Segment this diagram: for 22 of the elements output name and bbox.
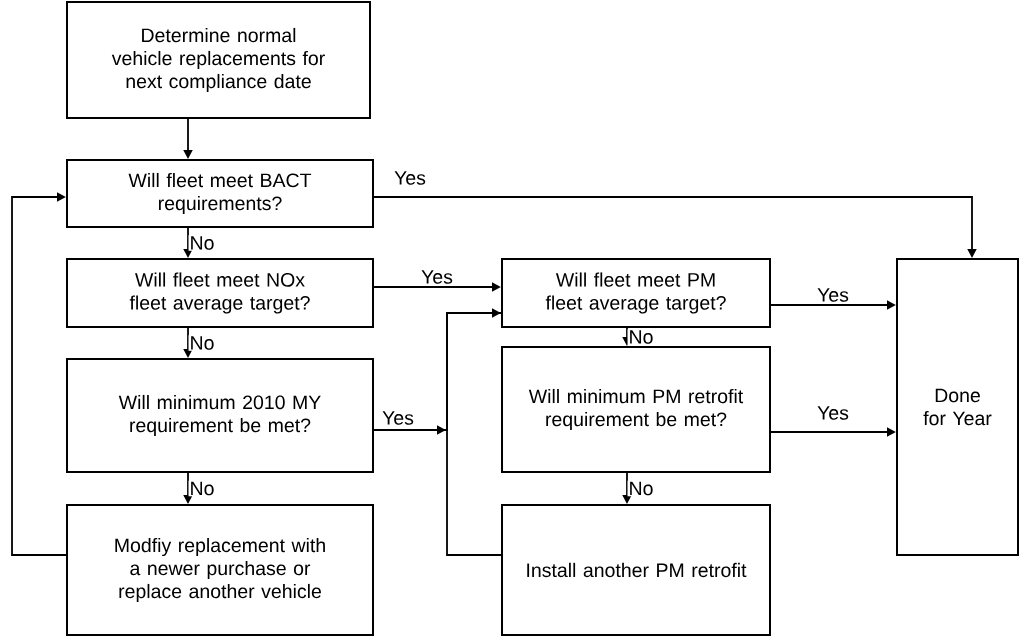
- process-box: Determine normal vehicle replacements for next compliance date: [66, 1, 371, 119]
- edge-label: Yes: [420, 269, 454, 285]
- edge-label: No: [627, 329, 655, 345]
- edge-label: Yes: [816, 287, 850, 303]
- process-box: Will minimum 2010 MY requirement be met?: [66, 358, 374, 473]
- edge-label: Yes: [393, 170, 427, 186]
- process-box: Modfiy replacement with a newer purchase or replace another vehicle: [66, 504, 374, 636]
- process-box: Will minimum PM retrofit requirement be met?: [501, 346, 771, 473]
- arrow: [446, 308, 502, 556]
- process-box: Install another PM retrofit: [501, 504, 771, 636]
- process-box: Will fleet meet BACT requirements?: [66, 159, 374, 228]
- process-box: Will fleet meet PM fleet average target?: [501, 258, 771, 328]
- edge-label: Yes: [381, 410, 415, 426]
- edge-label: Yes: [816, 405, 850, 421]
- edge-label: No: [188, 235, 216, 251]
- edge-label: No: [627, 480, 655, 497]
- edge-label: No: [188, 480, 216, 497]
- arrow: [11, 192, 67, 556]
- edge-label: No: [188, 335, 216, 351]
- arrow: [373, 312, 502, 435]
- process-box: Done for Year: [896, 258, 1019, 556]
- process-box: Will fleet meet NOx fleet average target?: [66, 258, 374, 328]
